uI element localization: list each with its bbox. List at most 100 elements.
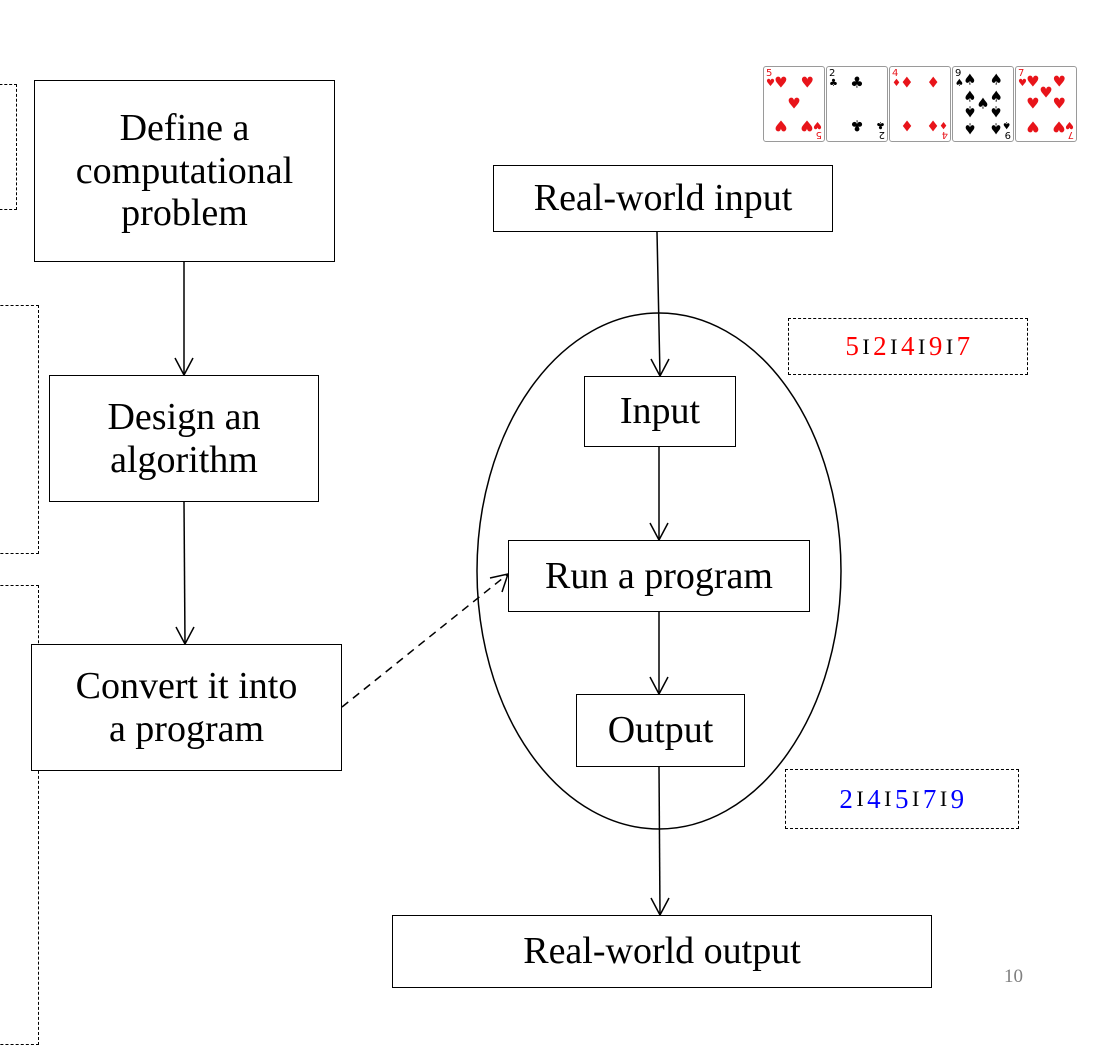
sequence-separator: I [884,786,892,811]
sequence-value: 4 [901,331,915,361]
slide: Define a computational problem Design an… [0,66,1077,1045]
card-corner-tl: 5♥ [766,69,775,89]
hearts-icon: ♥ [774,116,788,135]
arrow-realinput-to-input [650,231,670,378]
spades-icon: ♠ [989,87,1003,106]
sequence-value: 5 [895,783,909,814]
arrow-design-to-convert [175,501,195,646]
card-corner-tl: 9♠ [955,69,964,89]
card-corner-tl: 4♦ [892,69,901,89]
spades-icon: ♠ [963,119,977,138]
card-rank: 4 [941,129,948,140]
hearts-icon: ♥ [800,73,814,92]
connectors [174,231,842,917]
card-rank: 5 [815,129,822,140]
card-rank: 7 [1018,68,1025,79]
card-rank: 7 [1067,129,1074,140]
spades-icon: ♠ [989,119,1003,138]
arrow-define-to-design [174,262,194,377]
define-problem-box: Define a computational problem [34,80,335,262]
card-corner-br: 7♥ [1065,119,1074,140]
card-corner-br: 4♦ [939,119,948,140]
card-2-clubs: 2♣2♣♣♣ [826,66,888,142]
sequence-separator: I [939,786,948,811]
sequence-separator: I [890,333,898,359]
hearts-icon: ♥ [1052,94,1066,113]
arrow-input-to-run [649,447,669,542]
diamonds-icon: ♦ [900,73,914,92]
sequence-separator: I [945,333,954,359]
input-box: Input [584,376,736,447]
hearts-icon: ♥ [813,119,822,130]
clubs-icon: ♣ [850,116,864,135]
card-corner-br: 9♠ [1002,119,1011,140]
diamonds-icon: ♦ [926,73,940,92]
spades-icon: ♠ [989,70,1003,89]
hearts-icon: ♥ [1065,119,1074,130]
spades-icon: ♠ [955,78,964,89]
card-7-hearts: 7♥7♥♥♥♥♥♥♥♥ [1015,66,1077,142]
output-box: Output [576,694,745,767]
sequence-value: 5 [845,331,860,361]
hearts-icon: ♥ [766,78,775,89]
sequence-value: 9 [928,331,943,361]
hearts-icon: ♥ [800,116,814,135]
card-9-spades: 9♠9♠♠♠♠♠♠♠♠♠♠ [952,66,1014,142]
card-corner-tl: 2♣ [829,69,838,89]
hearts-icon: ♥ [1018,78,1027,89]
clubs-icon: ♣ [829,78,838,89]
hearts-icon: ♥ [1026,72,1040,91]
sequence-separator: I [912,786,920,811]
card-corner-br: 2♣ [876,119,885,140]
card-rank: 2 [829,68,836,79]
convert-program-box: Convert it into a program [31,644,342,771]
real-world-input-box: Real-world input [493,165,833,232]
spades-icon: ♠ [963,87,977,106]
card-rank: 4 [892,68,899,79]
diamonds-icon: ♦ [900,116,914,135]
card-rank: 5 [766,68,773,79]
spades-icon: ♠ [963,70,977,89]
spades-icon: ♠ [976,94,990,113]
sequence-value: 7 [922,783,937,814]
real-world-output-box: Real-world output [392,915,932,988]
card-rank: 9 [1004,129,1011,140]
sequence-value: 7 [956,331,971,361]
arrow-run-to-output [649,612,669,696]
diamonds-icon: ♦ [892,78,901,89]
card-4-diamonds: 4♦4♦♦♦♦♦ [889,66,951,142]
spades-icon: ♠ [963,102,977,121]
card-corner-tl: 7♥ [1018,69,1027,89]
sequence-separator: I [862,333,871,359]
clubs-icon: ♣ [876,119,885,130]
hearts-icon: ♥ [774,73,788,92]
sequence-value: 2 [873,331,888,361]
diamonds-icon: ♦ [939,119,948,130]
sequence-value: 9 [950,783,965,814]
dashed-note-middle [0,305,39,554]
hearts-icon: ♥ [787,94,801,113]
card-5-hearts: 5♥5♥♥♥♥♥♥ [763,66,825,142]
dashed-note-top [0,84,17,210]
hearts-icon: ♥ [1052,72,1066,91]
design-algorithm-box: Design an algorithm [49,375,319,502]
sequence-value: 2 [839,783,854,814]
diamonds-icon: ♦ [926,116,940,135]
spades-icon: ♠ [1002,119,1011,130]
playing-cards: 5♥5♥♥♥♥♥♥2♣2♣♣♣4♦4♦♦♦♦♦9♠9♠♠♠♠♠♠♠♠♠♠7♥7♥… [763,66,1077,142]
card-rank: 9 [955,68,962,79]
hearts-icon: ♥ [1052,117,1066,136]
hearts-icon: ♥ [1039,83,1053,102]
page-number: 10 [1004,966,1023,987]
run-program-box: Run a program [508,540,810,612]
clubs-icon: ♣ [850,73,864,92]
hearts-icon: ♥ [1026,117,1040,136]
sequence-separator: I [918,333,926,359]
card-rank: 2 [878,129,885,140]
spades-icon: ♠ [989,102,1003,121]
hearts-icon: ♥ [1026,94,1040,113]
sequence-separator: I [856,786,865,811]
sequence-value: 4 [867,783,882,814]
